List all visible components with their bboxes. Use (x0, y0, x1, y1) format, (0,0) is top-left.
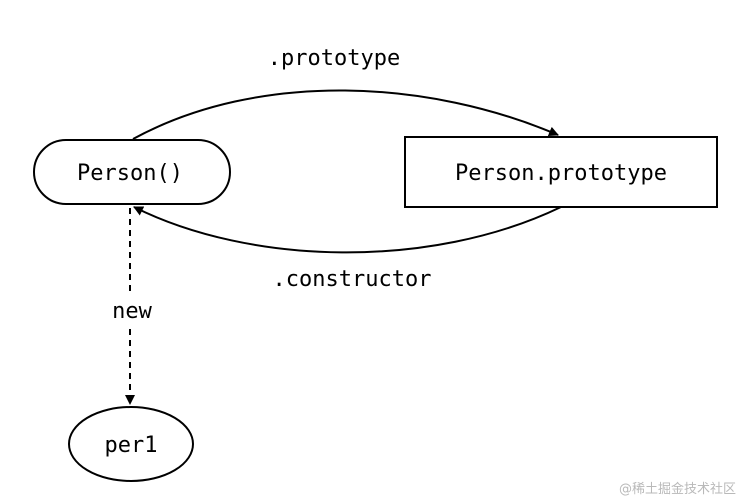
person-node-shape (33, 139, 231, 205)
prototype-arrow (132, 89, 559, 140)
prototype-arrow-label: .prototype (268, 46, 400, 71)
constructor-arrow (133, 206, 562, 254)
person-prototype-node: Person.prototype (404, 136, 718, 208)
per1-node-label: per1 (105, 433, 158, 458)
constructor-arrow-label: .constructor (273, 267, 432, 292)
new-arrow-label: new (112, 299, 152, 324)
per1-node-shape (68, 406, 194, 482)
new-label-background (100, 294, 162, 326)
per1-instance-node: per1 (68, 406, 194, 482)
prototype-node-label: Person.prototype (455, 161, 667, 186)
prototype-node-shape (404, 136, 718, 208)
watermark-text: @稀土掘金技术社区 (619, 481, 736, 497)
person-constructor-node: Person() (33, 139, 231, 205)
person-node-label: Person() (77, 161, 183, 186)
